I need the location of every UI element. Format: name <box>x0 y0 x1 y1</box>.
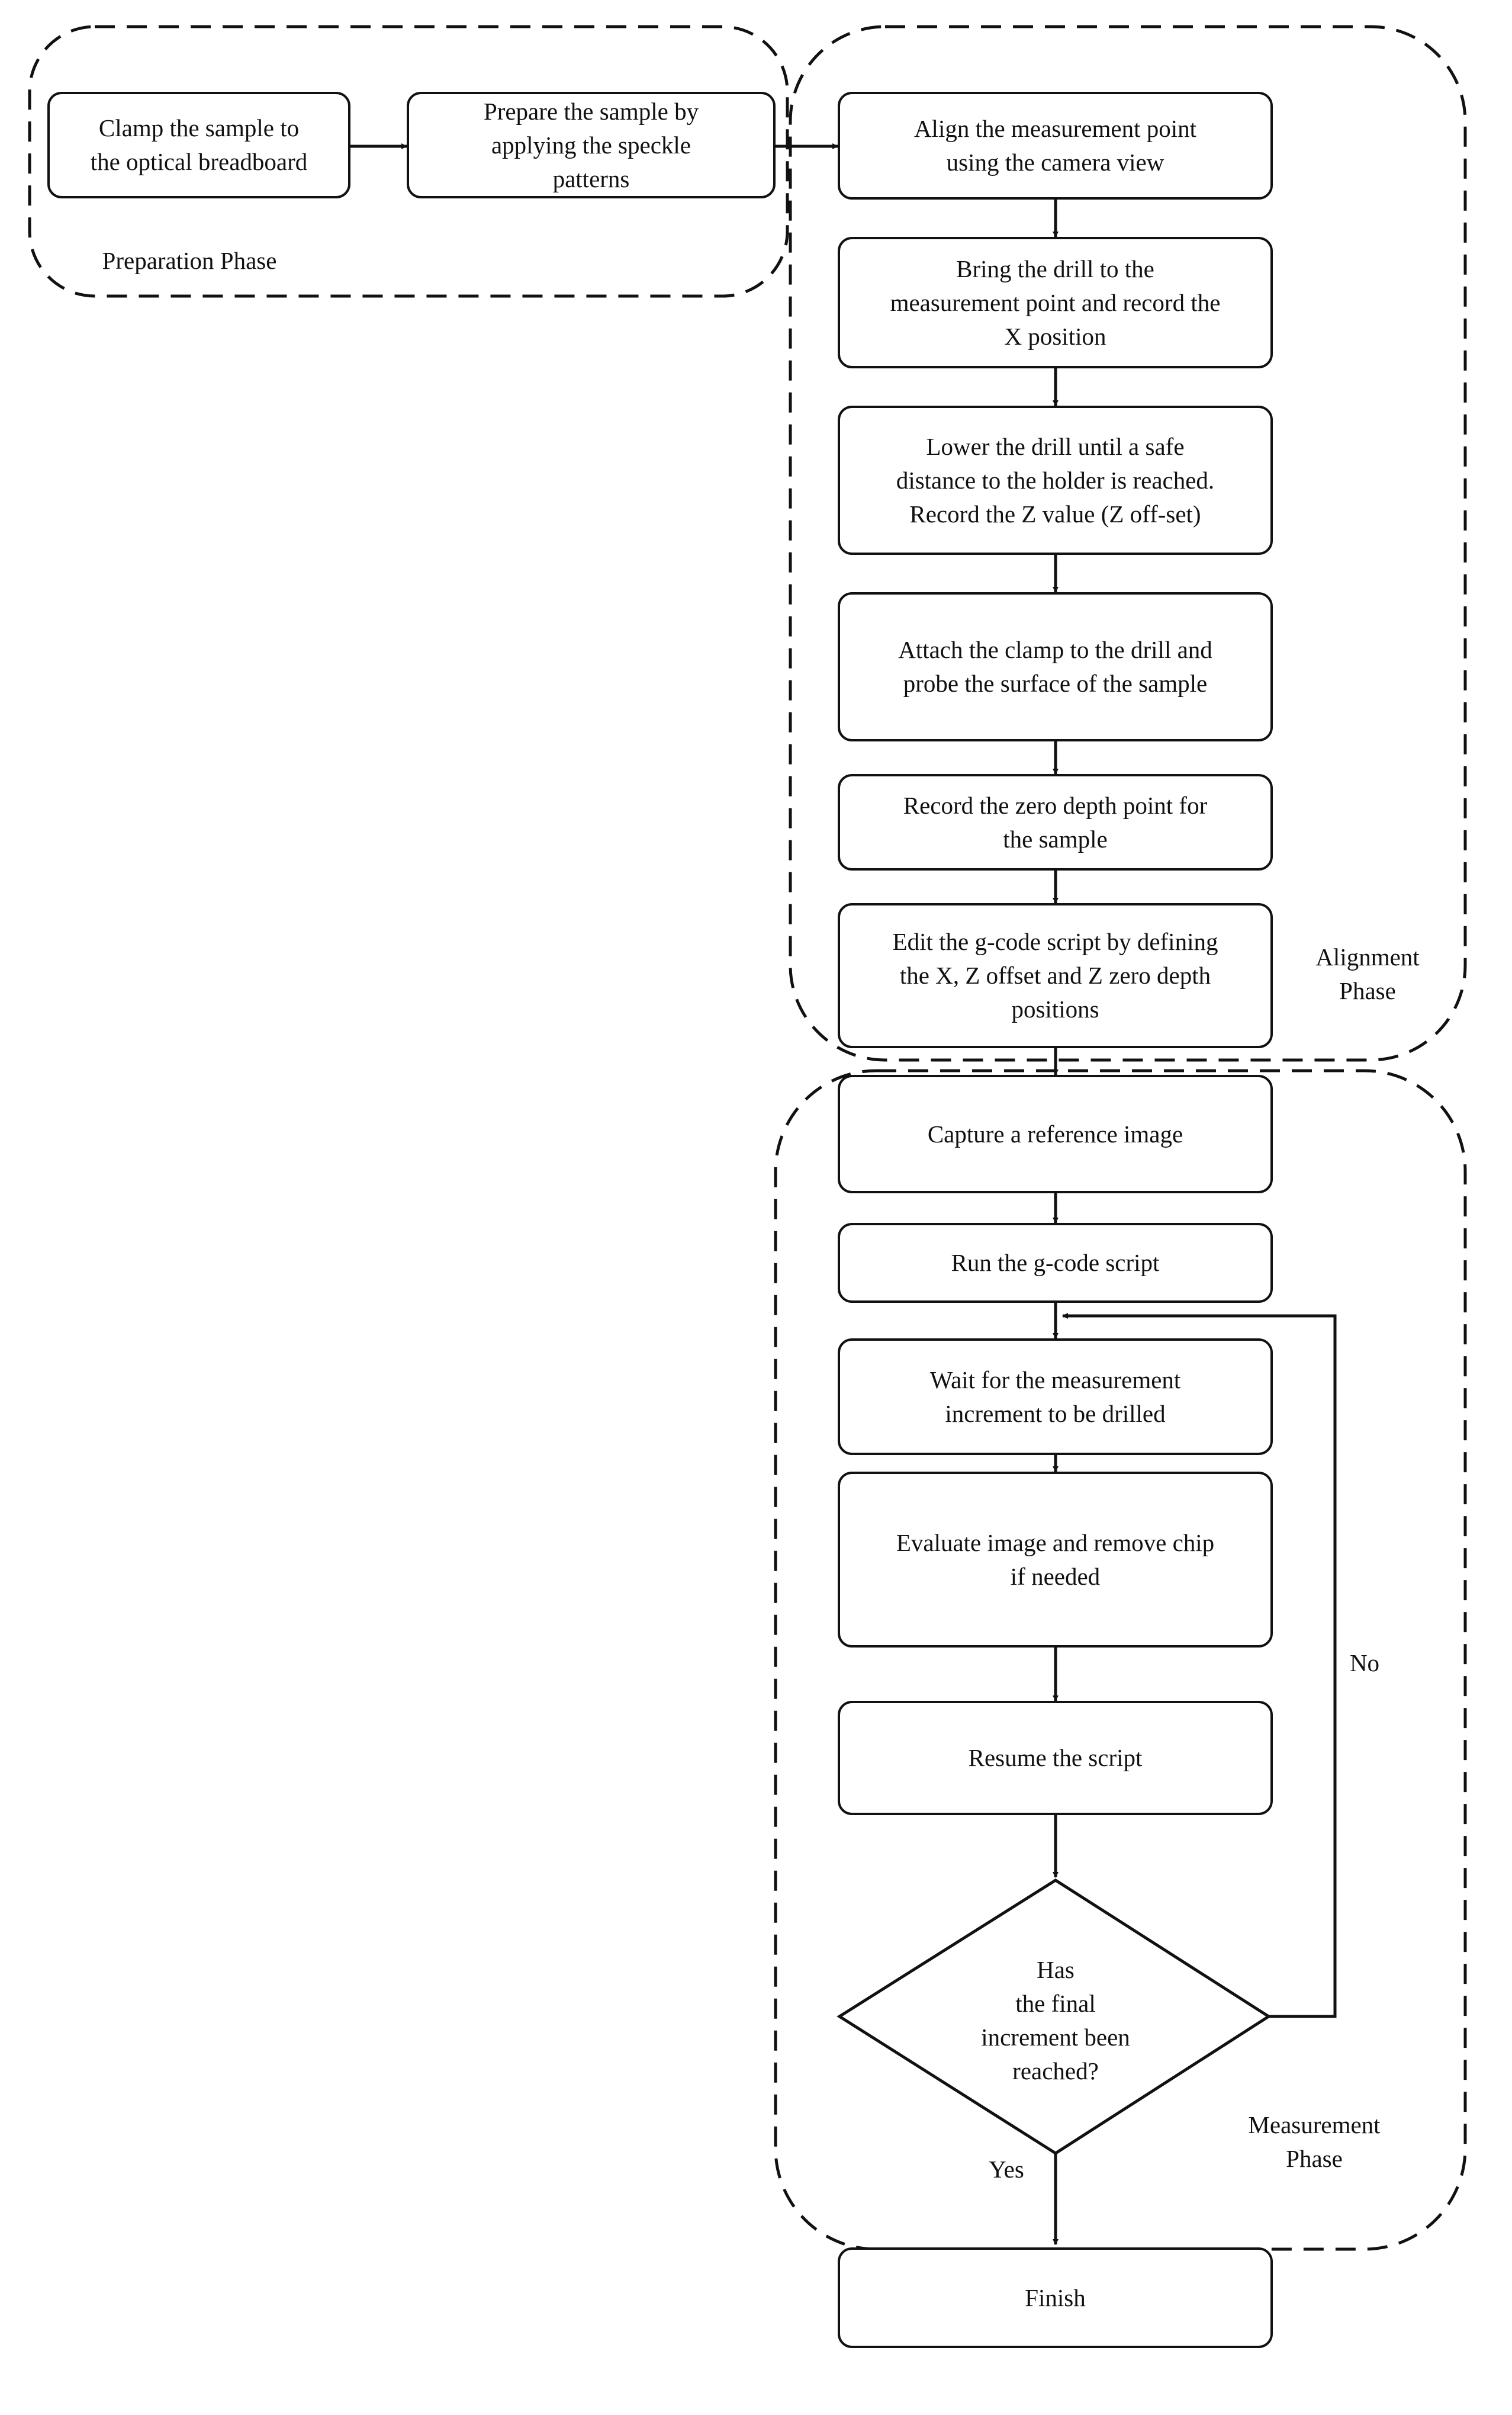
alignment-phase-boundary <box>789 25 1467 1062</box>
step-evaluate-image: Evaluate image and remove chip if needed <box>838 1472 1273 1648</box>
step-run-gcode: Run the g-code script <box>838 1223 1273 1303</box>
step-prepare-sample-text: Prepare the sample by applying the speck… <box>483 97 699 192</box>
step-clamp-sample: Clamp the sample to the optical breadboa… <box>47 92 350 198</box>
step-finish-text: Finish <box>1025 2284 1086 2311</box>
step-prepare-sample: Prepare the sample by applying the speck… <box>407 92 776 198</box>
step-bring-drill: Bring the drill to the measurement point… <box>838 237 1273 368</box>
step-resume-script-text: Resume the script <box>968 1744 1143 1771</box>
preparation-phase-boundary <box>28 25 789 298</box>
step-edit-gcode-text: Edit the g-code script by defining the X… <box>892 928 1218 1023</box>
step-capture-reference-text: Capture a reference image <box>927 1120 1183 1148</box>
step-wait-increment: Wait for the measurement increment to be… <box>838 1338 1273 1455</box>
preparation-phase-label: Preparation Phase <box>102 247 277 274</box>
step-run-gcode-text: Run the g-code script <box>951 1249 1160 1276</box>
measurement-phase-label: Measurement Phase <box>1248 2111 1381 2172</box>
decision-yes-label: Yes <box>989 2156 1024 2183</box>
step-capture-reference: Capture a reference image <box>838 1075 1273 1193</box>
step-lower-drill: Lower the drill until a safe distance to… <box>838 406 1273 555</box>
step-record-zero-depth: Record the zero depth point for the samp… <box>838 774 1273 871</box>
step-align-measurement-point: Align the measurement point using the ca… <box>838 92 1273 200</box>
step-edit-gcode: Edit the g-code script by defining the X… <box>838 903 1273 1048</box>
step-evaluate-image-text: Evaluate image and remove chip if needed <box>896 1528 1215 1590</box>
step-wait-increment-text: Wait for the measurement increment to be… <box>929 1366 1181 1427</box>
step-bring-drill-text: Bring the drill to the measurement point… <box>890 255 1221 350</box>
alignment-phase-label: Alignment Phase <box>1315 943 1420 1004</box>
step-resume-script: Resume the script <box>838 1701 1273 1815</box>
decision-diamond <box>837 1878 1272 2155</box>
step-record-zero-depth-text: Record the zero depth point for the samp… <box>903 791 1208 853</box>
step-attach-clamp: Attach the clamp to the drill and probe … <box>838 592 1273 741</box>
step-align-measurement-point-text: Align the measurement point using the ca… <box>913 115 1197 176</box>
step-attach-clamp-text: Attach the clamp to the drill and probe … <box>898 636 1212 697</box>
decision-no-label: No <box>1349 1649 1380 1677</box>
decision-question: Has the final increment been reached? <box>981 1956 1130 2085</box>
arrow-no-loop <box>1062 1313 1337 2018</box>
step-clamp-sample-text: Clamp the sample to the optical breadboa… <box>90 114 308 175</box>
step-finish: Finish <box>838 2247 1273 2348</box>
step-lower-drill-text: Lower the drill until a safe distance to… <box>896 432 1215 528</box>
